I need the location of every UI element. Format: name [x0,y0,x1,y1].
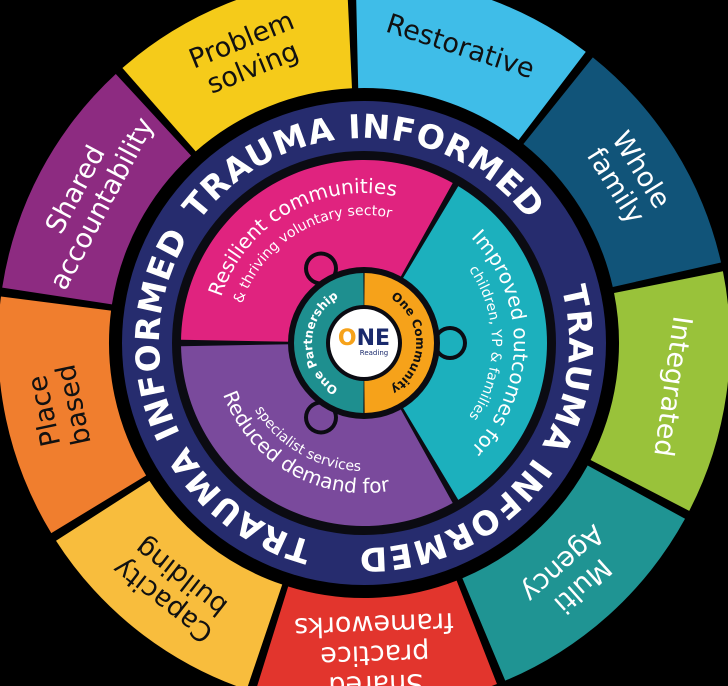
inner-segment-resilient-communities [181,160,453,342]
outer-segment-shared-practice-frameworks-label-line: Shared [328,667,424,686]
inner-segment-improved-outcomes-for [393,186,547,500]
outer-segment-integrated [590,271,728,511]
logo-one-text: ONE [338,326,390,351]
outer-segment-capacity-building [56,480,283,686]
logo-reading-text: Reading [360,349,388,357]
outer-segment-shared-practice-frameworks [257,580,497,686]
connector-dot [437,330,463,356]
outer-segment-problem-solving [122,0,352,152]
outer-segment-shared-practice-frameworks-label-line: practice [320,637,430,672]
logo-background [330,309,398,377]
connector-dot [308,404,334,431]
outer-segment-restorative [356,0,586,141]
outer-segment-place-based [0,296,147,534]
core-one-partnership [293,273,364,413]
inner-ring [181,160,547,526]
one-reading-logo: ONE Reading [330,309,398,377]
connector-dot [308,255,334,282]
outer-segment-shared-practice-frameworks-label-line: frameworks [294,606,454,643]
inner-segment-reduced-demand-for [181,344,453,526]
outer-segment-shared-practice-frameworks-label: Sharedpracticeframeworks [294,606,457,686]
outer-segment-whole-family [523,57,722,287]
outer-segment-multi-agency [462,465,686,681]
outer-segment-shared-accountability [2,74,192,305]
logo-ne-letters: NE [357,326,390,351]
core-one-community [364,273,435,413]
logo-o-letter: O [338,326,357,351]
